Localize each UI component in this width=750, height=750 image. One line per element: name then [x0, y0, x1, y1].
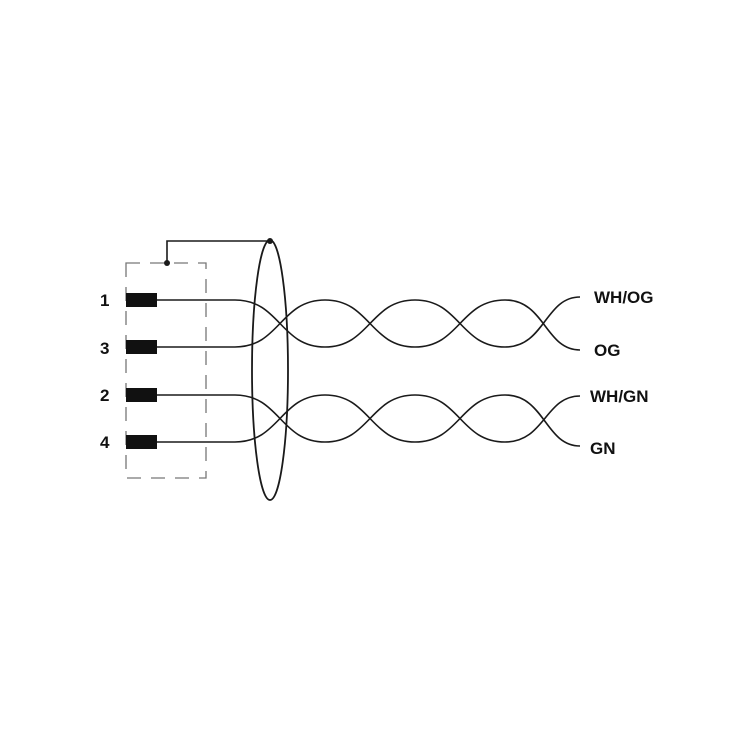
drain-junction-dot: [164, 260, 170, 266]
pin-contact-4: [126, 435, 157, 449]
wire-label-gn: GN: [590, 439, 616, 458]
pin-contact-1: [126, 293, 157, 307]
cable-shield: [251, 239, 289, 501]
wire-pin-2: [157, 394, 581, 443]
wire-label-wh-gn: WH/GN: [590, 387, 649, 406]
wire-label-wh-og: WH/OG: [594, 288, 654, 307]
pin-contact-2: [126, 388, 157, 402]
connector-housing-outline: [125, 262, 207, 479]
wire-pin-1: [157, 296, 581, 348]
wire-pin-3: [157, 299, 581, 351]
pin-number-3: 3: [100, 339, 110, 358]
shield-drain-wire: [166, 240, 270, 263]
pin-contact-3: [126, 340, 157, 354]
pin-number-1: 1: [100, 291, 110, 310]
wire-pin-4: [157, 394, 581, 447]
pin-number-4: 4: [100, 433, 110, 452]
pin-number-2: 2: [100, 386, 110, 405]
wire-label-og: OG: [594, 341, 621, 360]
